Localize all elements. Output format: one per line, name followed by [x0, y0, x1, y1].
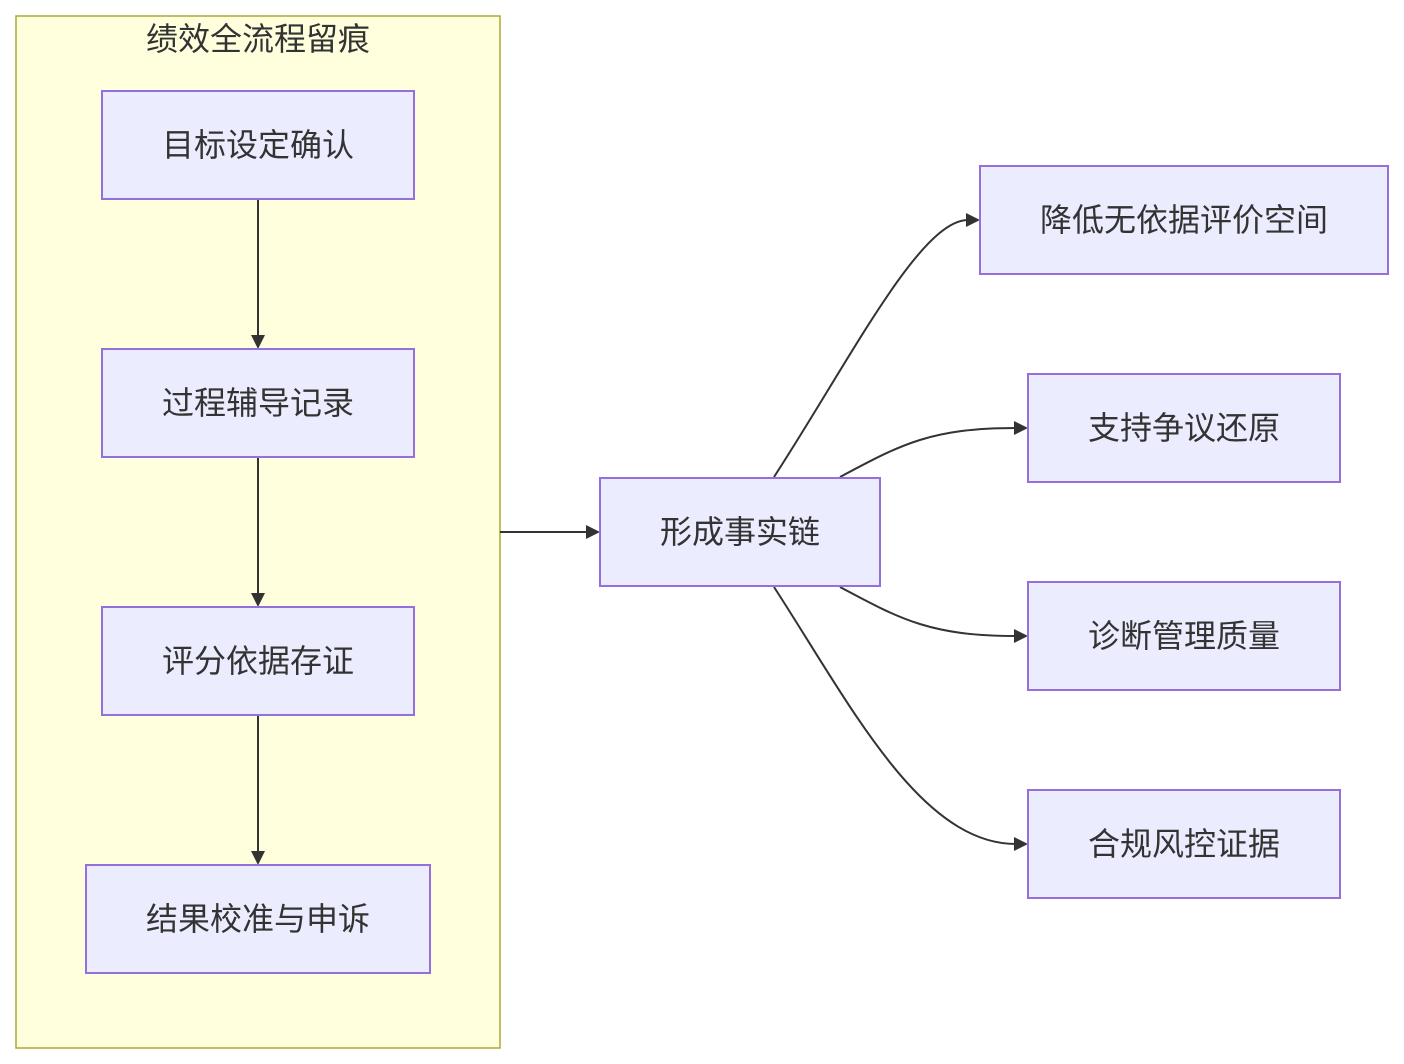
edge-factchain-to-quality: [839, 586, 1028, 643]
node-calibration[interactable]: 结果校准与申诉: [85, 864, 431, 974]
node-compliance[interactable]: 合规风控证据: [1027, 789, 1341, 899]
edge-factchain-to-compliance: [773, 586, 1028, 851]
edges: [251, 199, 1028, 865]
node-goal-label: 目标设定确认: [162, 126, 354, 164]
arrowhead-icon: [586, 525, 600, 539]
node-calibration-label: 结果校准与申诉: [146, 900, 370, 938]
node-quality[interactable]: 诊断管理质量: [1027, 581, 1341, 691]
node-quality-box: [1027, 581, 1341, 691]
node-reduce-label: 降低无依据评价空间: [1040, 201, 1328, 239]
node-dispute-box: [1027, 373, 1341, 483]
node-coaching-label: 过程辅导记录: [162, 384, 354, 422]
node-evidence-label: 评分依据存证: [162, 642, 354, 680]
arrowhead-icon: [1014, 421, 1028, 435]
arrowhead-icon: [1014, 837, 1028, 851]
edge-factchain-to-reduce: [773, 213, 980, 478]
arrowhead-icon: [1014, 629, 1028, 643]
node-factchain[interactable]: 形成事实链: [599, 477, 881, 587]
edge-goal-to-coaching: [251, 199, 265, 349]
arrowhead-icon: [966, 213, 980, 227]
node-coaching-box: [101, 348, 415, 458]
node-factchain-label: 形成事实链: [660, 513, 820, 551]
node-compliance-box: [1027, 789, 1341, 899]
node-dispute-label: 支持争议还原: [1088, 409, 1280, 447]
edge-coaching-to-evidence: [251, 457, 265, 607]
node-reduce[interactable]: 降低无依据评价空间: [979, 165, 1389, 275]
node-dispute[interactable]: 支持争议还原: [1027, 373, 1341, 483]
node-calibration-box: [85, 864, 431, 974]
node-coaching[interactable]: 过程辅导记录: [101, 348, 415, 458]
node-quality-label: 诊断管理质量: [1088, 617, 1280, 655]
node-evidence[interactable]: 评分依据存证: [101, 606, 415, 716]
arrowhead-icon: [251, 593, 265, 607]
node-compliance-label: 合规风控证据: [1088, 825, 1280, 863]
edge-factchain-to-dispute: [839, 421, 1028, 478]
node-factchain-box: [599, 477, 881, 587]
edge-evidence-to-calibration: [251, 715, 265, 865]
node-goal-box: [101, 90, 415, 200]
node-evidence-box: [101, 606, 415, 716]
arrowhead-icon: [251, 851, 265, 865]
arrowhead-icon: [251, 335, 265, 349]
node-goal[interactable]: 目标设定确认: [101, 90, 415, 200]
cluster-title: 绩效全流程留痕: [146, 20, 370, 58]
node-reduce-box: [979, 165, 1389, 275]
edge-cluster-to-factchain: [500, 525, 600, 539]
